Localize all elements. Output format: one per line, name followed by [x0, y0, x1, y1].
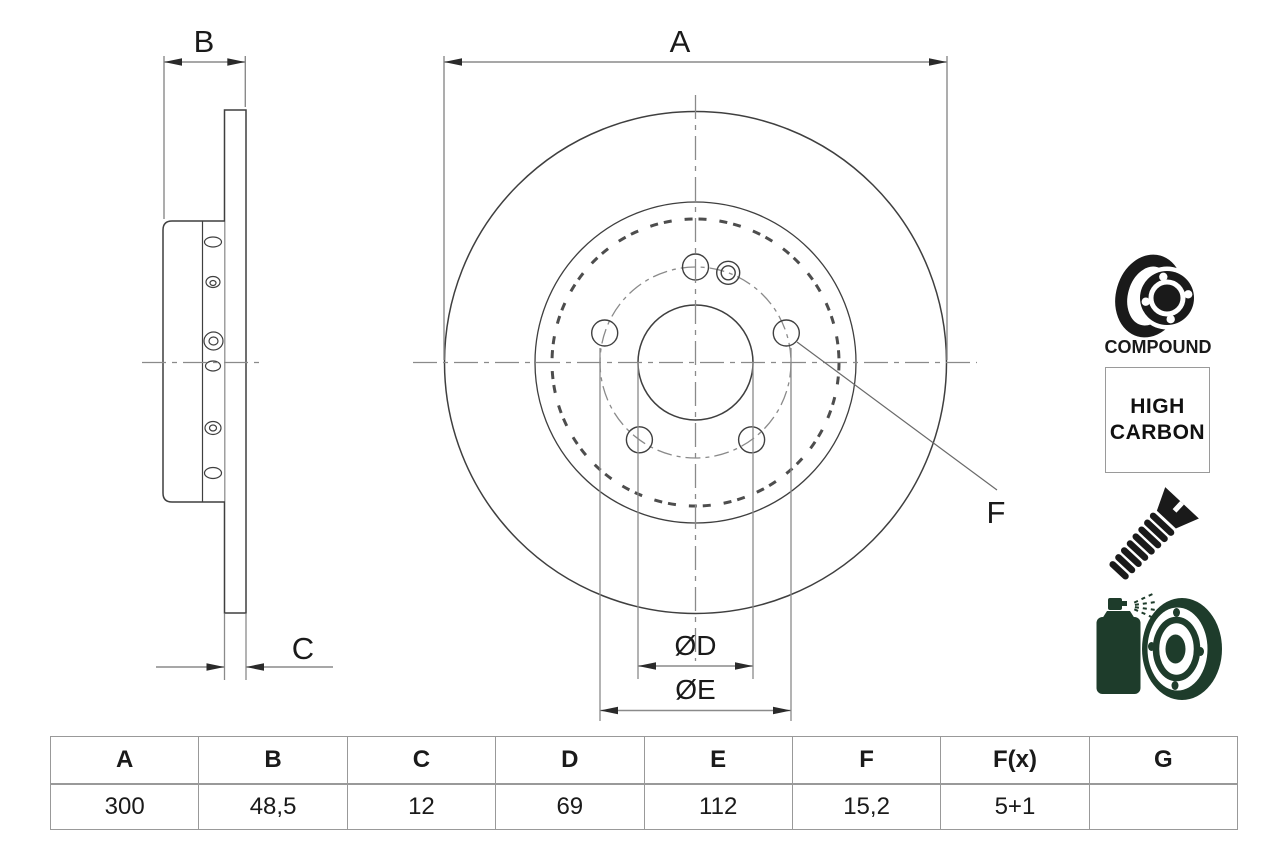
col-header-f: F [791, 736, 942, 785]
dim-c-label: C [292, 631, 314, 666]
coated-disc [1142, 598, 1222, 700]
value-d: 69 [495, 783, 645, 830]
side-view [142, 109, 264, 614]
compound-label: COMPOUND [1105, 337, 1212, 357]
compound-hub-flange [1140, 271, 1194, 325]
value-a: 300 [49, 783, 200, 830]
col-header-e: E [643, 736, 793, 785]
screw-icon [1109, 487, 1199, 580]
dimension-a: A [443, 24, 948, 360]
side-hat [162, 220, 225, 503]
dim-e-label: ØE [675, 674, 715, 705]
spray-mist [1133, 593, 1155, 619]
bolt-holes [591, 253, 800, 454]
front-view [413, 95, 977, 661]
value-g [1088, 783, 1239, 830]
high-carbon-badge: HIGH CARBON [1105, 367, 1210, 473]
col-header-fx: F(x) [940, 736, 1090, 785]
value-e: 112 [643, 783, 793, 830]
dim-b-label: B [194, 24, 215, 59]
spec-table-value-row: 300 48,5 12 69 112 15,2 5+1 [49, 783, 1239, 830]
dimension-e: ØE [599, 348, 792, 721]
dim-f-label: F [987, 495, 1006, 530]
dimension-d: ØD [637, 363, 754, 679]
col-header-a: A [49, 736, 200, 785]
high-carbon-line2: CARBON [1109, 421, 1206, 444]
leader-f: F [796, 341, 1006, 530]
dimension-b: B [163, 24, 247, 219]
screw-slot [1172, 501, 1184, 513]
high-carbon-line1: HIGH [1130, 395, 1185, 418]
coating-spray-icon [1096, 593, 1222, 700]
spray-can [1096, 598, 1141, 694]
col-header-c: C [346, 736, 497, 785]
col-header-b: B [198, 736, 348, 785]
side-disc-plate [223, 109, 247, 614]
compound-icon: COMPOUND [1105, 254, 1212, 357]
screw-threads [1109, 512, 1175, 580]
dim-a-label: A [670, 24, 691, 59]
spec-table: A B C D E F F(x) G 300 48,5 12 69 112 15… [49, 736, 1239, 830]
dim-d-label: ØD [675, 630, 717, 661]
value-b: 48,5 [198, 783, 348, 830]
side-hole-marks [203, 236, 224, 480]
col-header-d: D [495, 736, 645, 785]
locating-pin-hole [716, 260, 741, 285]
dimension-c: C [156, 614, 333, 680]
spec-table-header-row: A B C D E F F(x) G [49, 736, 1239, 785]
value-f: 15,2 [791, 783, 942, 830]
value-fx: 5+1 [940, 783, 1090, 830]
col-header-g: G [1088, 736, 1239, 785]
value-c: 12 [346, 783, 497, 830]
